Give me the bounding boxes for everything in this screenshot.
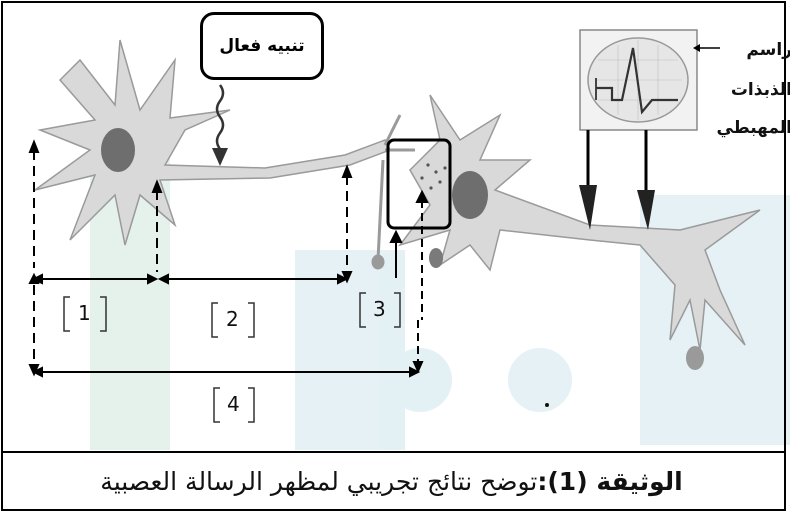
stimulus-label: تنبيه فعال [219, 36, 305, 56]
axon-terminals-1 [371, 114, 415, 270]
segment-label-4: 4 [227, 392, 240, 416]
oscilloscope-label-line1: راسم [746, 40, 790, 60]
action-potential-trace [596, 47, 678, 115]
neurotransmitter-dots [420, 163, 447, 190]
synapse-box [386, 138, 452, 230]
caption-title: الوثيقة (1): [537, 466, 683, 496]
caption-text: توضح نتائج تجريبي لمظهر الرسالة العصبية [100, 466, 538, 496]
oscilloscope-label-line3: المهبطي [716, 118, 790, 138]
segment-label-1: 1 [78, 301, 91, 325]
electrodes [579, 130, 655, 230]
segment-label-2: 2 [226, 307, 239, 331]
dendrite-bulb [429, 248, 443, 268]
stray-dot [545, 403, 549, 407]
neuron-2-nucleus [452, 171, 488, 219]
stimulus-label-box: تنبيه فعال [200, 12, 324, 80]
stimulus-arrowhead [212, 148, 228, 166]
neuron-2 [398, 94, 761, 370]
dimension-lines [28, 139, 424, 378]
segment-label-3: 3 [373, 297, 386, 321]
oscilloscope [579, 29, 698, 131]
figure-caption: الوثيقة (1): توضح نتائج تجريبي لمظهر الر… [0, 452, 783, 510]
neuron-1 [34, 39, 392, 246]
stimulus-wave [215, 84, 225, 150]
segment-brackets [63, 292, 401, 423]
neuron-2-body [398, 94, 761, 351]
synapse-arrows [389, 189, 429, 320]
oscilloscope-label-line2: الذبذات [730, 80, 790, 100]
terminal-bulb [686, 346, 704, 370]
neuron-1-nucleus [101, 128, 135, 172]
neuron-1-body [34, 39, 392, 246]
